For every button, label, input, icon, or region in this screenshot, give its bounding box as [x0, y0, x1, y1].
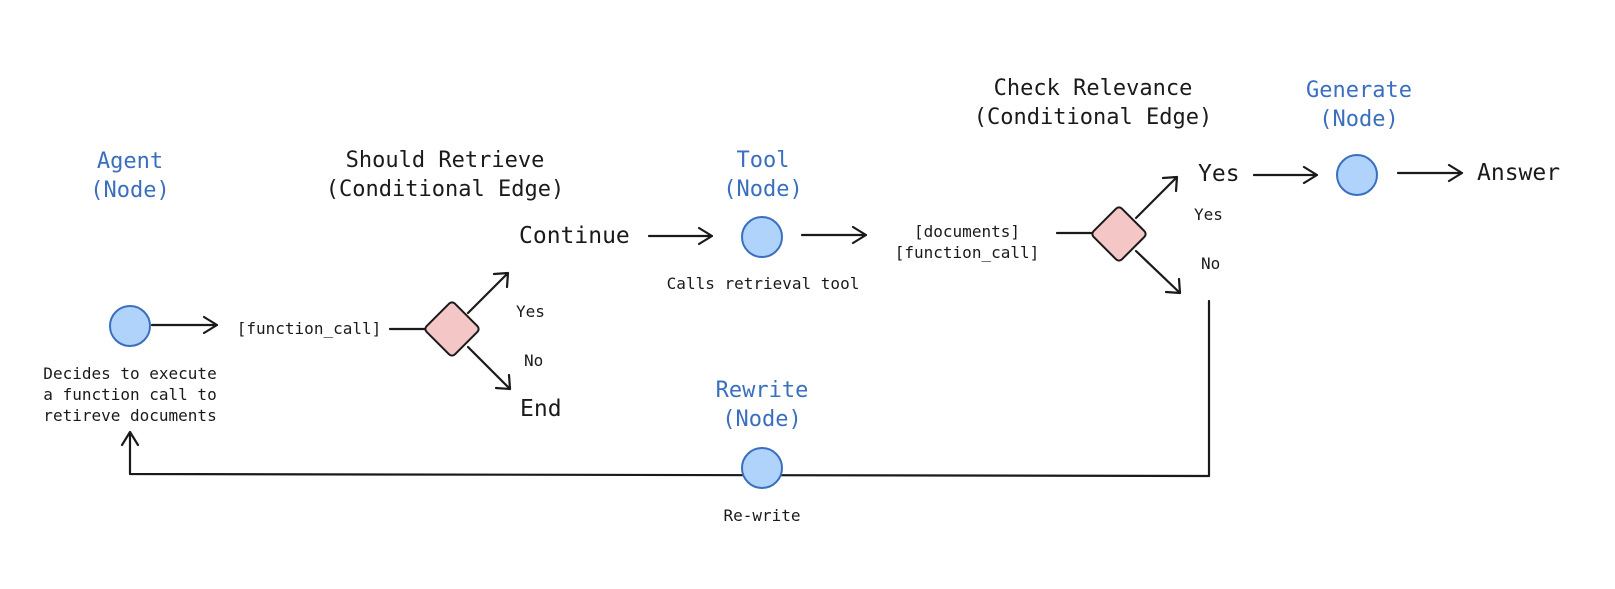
answer-outcome: Answer: [1477, 160, 1561, 186]
arrow-agent-to-function-call: [150, 315, 219, 335]
arrow-decision-to-end: [466, 345, 512, 391]
tool-node[interactable]: [741, 216, 783, 258]
tool-kind: (Node): [723, 177, 803, 202]
tool-function-call-label: [function_call]: [894, 243, 1040, 262]
arrow-continue-to-tool: [647, 226, 714, 246]
relevance-yes-outcome: Yes: [1198, 161, 1240, 187]
agent-desc-line-3: retireve documents: [43, 406, 217, 425]
arrow-decision-to-continue: [466, 271, 510, 315]
check-relevance-title: Check Relevance: [993, 76, 1193, 101]
check-relevance-no-label: No: [1201, 254, 1221, 273]
arrow-generate-to-answer: [1396, 163, 1464, 183]
end-outcome: End: [520, 396, 562, 422]
check-relevance-decision[interactable]: [1091, 206, 1148, 263]
should-retrieve-kind: (Conditional Edge): [325, 177, 565, 202]
check-relevance-kind: (Conditional Edge): [973, 105, 1213, 130]
should-retrieve-yes-label: Yes: [516, 302, 545, 321]
rewrite-kind: (Node): [722, 407, 802, 432]
documents-label: [documents]: [914, 222, 1020, 241]
agent-title: Agent: [96, 149, 164, 174]
rewrite-node[interactable]: [741, 447, 783, 489]
should-retrieve-decision[interactable]: [424, 301, 481, 358]
function-call-label: [function_call]: [236, 319, 382, 338]
rewrite-desc: Re-write: [723, 506, 801, 525]
continue-outcome: Continue: [519, 223, 630, 249]
tool-desc: Calls retrieval tool: [666, 274, 860, 293]
tool-title: Tool: [736, 148, 790, 173]
rewrite-title: Rewrite: [715, 378, 809, 403]
agent-kind: (Node): [90, 178, 170, 203]
agent-desc-line-2: a function call to: [43, 385, 217, 404]
agent-desc-line-1: Decides to execute: [43, 364, 217, 383]
generate-node[interactable]: [1336, 154, 1378, 196]
arrow-tool-to-documents: [800, 225, 868, 245]
should-retrieve-no-label: No: [524, 351, 544, 370]
loop-back-path: [120, 299, 1211, 478]
arrow-yes-to-generate: [1252, 165, 1319, 185]
check-relevance-yes-label: Yes: [1194, 205, 1223, 224]
arrow-relevance-yes: [1134, 175, 1179, 220]
agent-node[interactable]: [109, 305, 151, 347]
generate-kind: (Node): [1319, 107, 1399, 132]
should-retrieve-title: Should Retrieve: [345, 148, 545, 173]
arrow-relevance-no: [1134, 249, 1182, 295]
generate-title: Generate: [1306, 78, 1412, 103]
